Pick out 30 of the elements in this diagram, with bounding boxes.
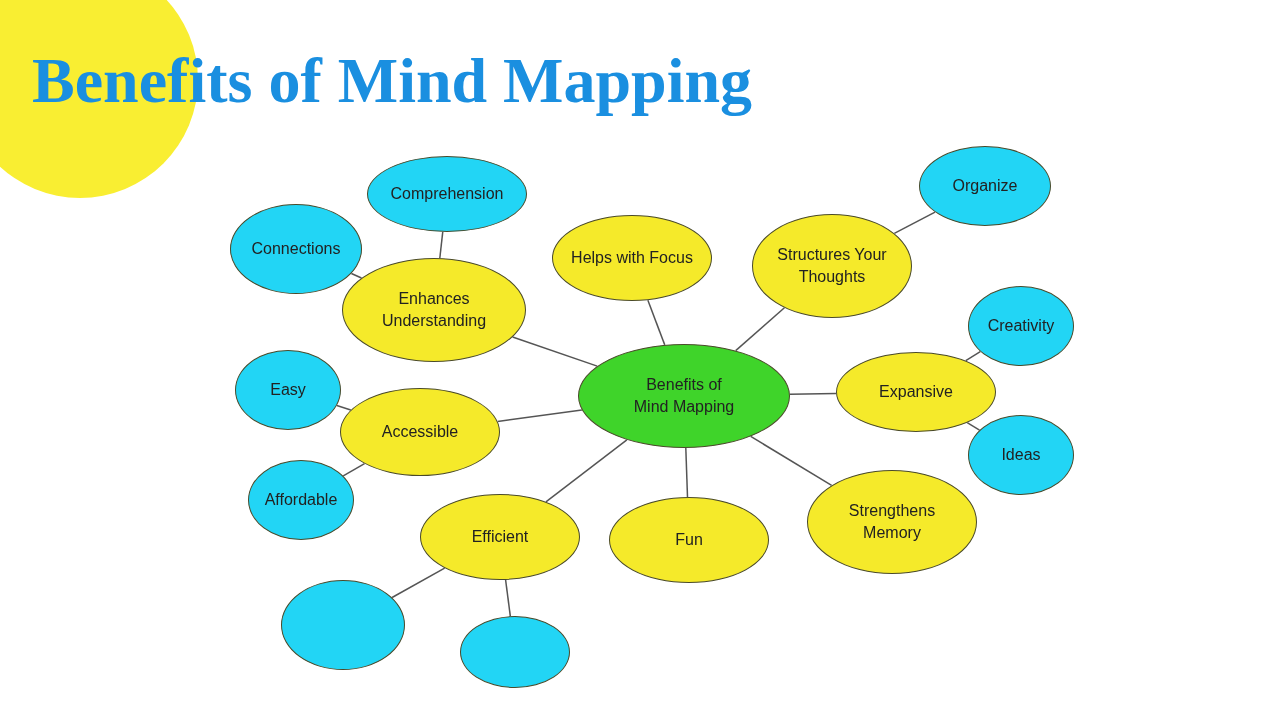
topic-label: Creativity [987,316,1055,337]
topic-label: Comprehension [390,184,504,205]
topic-label: Easy [270,380,306,401]
connector-line [391,567,446,599]
connector-line [749,435,833,487]
connector-line [966,422,981,431]
topic-label: Enhances Understanding [380,289,488,331]
connector-line [439,231,444,259]
connector-line [893,211,936,235]
connector-line [545,439,628,503]
topic-label: Connections [251,239,341,260]
topic-label: Organize [952,176,1018,197]
topic-label: Fun [675,530,703,551]
topic-label: Expansive [879,382,953,403]
connector-line [734,307,786,352]
topic-label: Structures Your Thoughts [776,245,888,287]
connector-line [504,579,512,617]
connector-line [685,447,689,498]
topic-label: Benefits of Mind Mapping [632,375,736,417]
topic-label: Efficient [471,527,529,548]
topic-label: Affordable [264,490,338,511]
connector-line [336,404,352,411]
topic-label: Strengthens Memory [847,501,937,543]
topic-label: Accessible [381,422,459,443]
connector-line [789,392,837,395]
connector-line [511,336,598,367]
connector-line [342,462,366,477]
topic-label: Helps with Focus [571,248,693,269]
topic-label: Ideas [1001,445,1041,466]
connector-line [647,299,666,346]
